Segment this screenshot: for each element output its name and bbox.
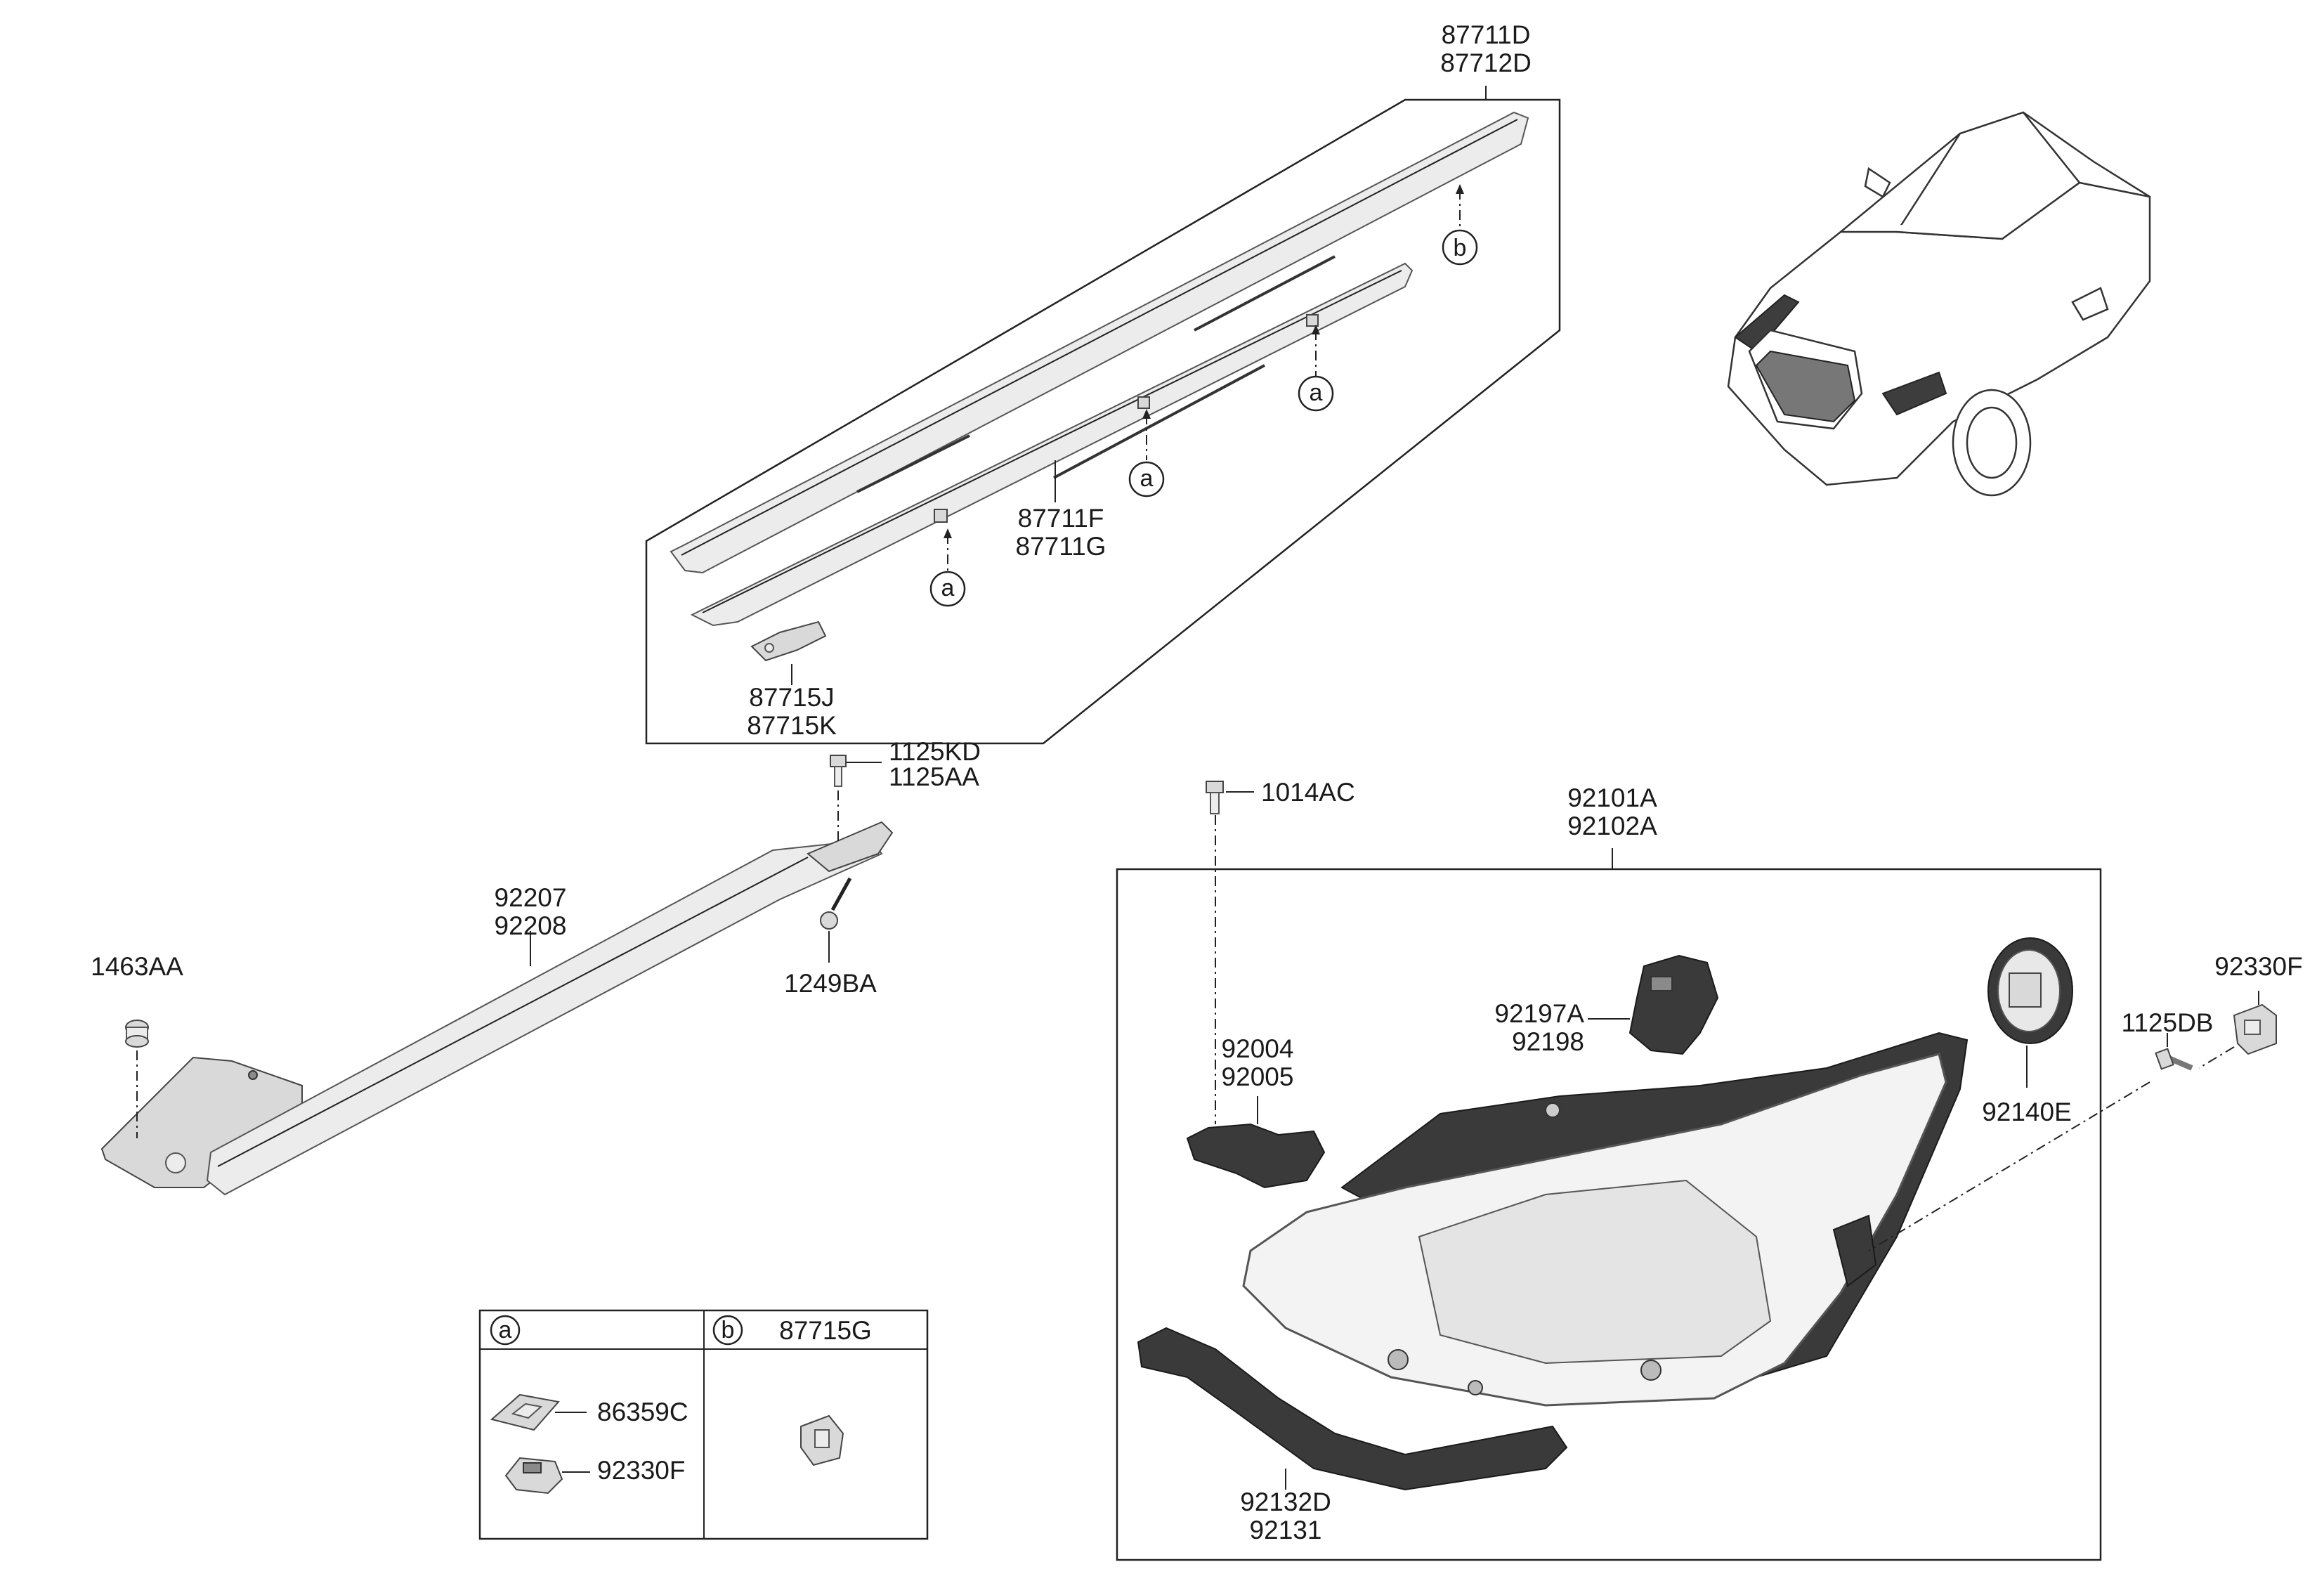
label-92198: 92198 [1512,1027,1584,1056]
label-92131: 92131 [1250,1516,1322,1544]
clip-92330F-right [2233,1003,2277,1055]
moulding-group-frame [645,98,1561,745]
moulding-group: b a a a 87711D 87712D 87711F 87711G 8771… [645,20,1561,745]
screw-1249BA [820,877,852,930]
label-1125AA: 1125AA [889,762,979,791]
sill-bracket-92207 [100,821,894,1196]
car-overview-illustration [1727,111,2151,497]
legend-a-part-1: 86359C [597,1398,688,1426]
svg-text:a: a [941,575,955,601]
bracket-92004 [1186,1123,1326,1189]
moulding-strip-lower [690,262,1414,627]
legend-table: a b 87715G 86359C 92330F [478,1309,929,1540]
callout-a-moulding-3: a [929,571,966,607]
legend-marker-a: a [490,1315,521,1346]
label-87711G: 87711G [1016,532,1106,561]
label-92330F-right: 92330F [2214,952,2303,981]
headlamp-assembly [1242,1031,1969,1407]
moulding-strip-upper [670,111,1529,574]
label-1249BA: 1249BA [784,969,877,998]
label-92140E: 92140E [1982,1098,2072,1126]
label-92197A: 92197A [1494,999,1584,1028]
clip-1463AA [125,1020,149,1048]
label-87715J: 87715J [749,683,834,712]
legend-b-part-label: 87715G [779,1316,872,1345]
headlamp-group-frame [1116,868,2102,1561]
label-1014AC: 1014AC [1261,778,1355,807]
label-92004: 92004 [1222,1034,1294,1063]
label-92208: 92208 [495,911,567,940]
headlamp-group: 92101A 92102A 92132D 92131 92004 92005 [1116,783,2150,1561]
svg-text:b: b [722,1317,735,1343]
bracket-87715J [750,620,827,662]
clip-92330F-legend-illustration [504,1457,563,1495]
callout-a-moulding-1: a [1298,375,1334,412]
label-87712D: 87712D [1440,48,1532,77]
label-87715K: 87715K [747,711,837,740]
bolt-1125KD [830,755,847,787]
legend-marker-b: b [712,1315,743,1346]
svg-text:a: a [499,1317,512,1343]
label-1125KD: 1125KD [889,737,981,766]
legend-a-part-2: 92330F [597,1456,686,1485]
socket-92197A [1628,954,1719,1055]
label-92005: 92005 [1222,1062,1294,1091]
car-grille [1755,350,1856,423]
label-92207: 92207 [495,883,567,912]
label-87711D: 87711D [1442,20,1531,49]
label-1463AA: 1463AA [91,952,183,981]
label-1125DB: 1125DB [2122,1008,2214,1037]
svg-text:a: a [1310,379,1323,406]
clip-87715G-illustration [800,1414,844,1466]
bolt-1014AC [1206,781,1224,814]
callout-a-moulding-2: a [1128,461,1165,497]
cap-92140E [1987,937,2073,1044]
svg-text:a: a [1140,465,1154,492]
svg-text:b: b [1454,235,1467,261]
label-92101A: 92101A [1567,783,1657,812]
label-92132D: 92132D [1240,1488,1331,1516]
callout-b-moulding: b [1442,229,1478,266]
label-87711F: 87711F [1018,504,1104,533]
pad-86359C-illustration [490,1393,560,1431]
bolt-1125DB [2155,1048,2193,1071]
bracket-92132D [1137,1327,1568,1491]
label-92102A: 92102A [1567,812,1657,840]
